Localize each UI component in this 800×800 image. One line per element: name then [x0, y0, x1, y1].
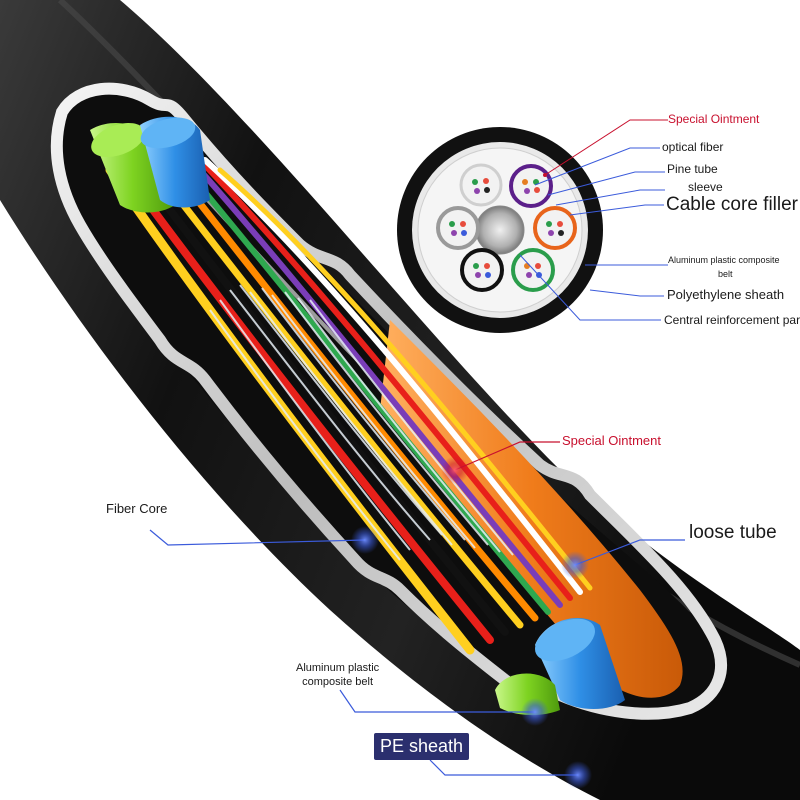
label-special-ointment-mid: Special Ointment [562, 433, 661, 448]
label-pine-tube: Pine tube [667, 162, 718, 176]
label-pe-sheath-box: PE sheath [374, 733, 470, 760]
label-optical-fiber: optical fiber [662, 140, 724, 154]
label-aluminum-plastic-belt: Aluminum plastic composite belt [296, 662, 379, 690]
leader-glow-dots [351, 456, 592, 789]
label-aluminum-composite-line1: Aluminum plastic composite [668, 255, 780, 265]
label-special-ointment-top: Special Ointment [668, 112, 760, 126]
tube-white [459, 163, 503, 207]
label-aluminum-composite-line2: belt [718, 269, 733, 279]
central-reinforcement-member [475, 205, 525, 255]
tube-grey [436, 206, 480, 250]
tube-black [460, 248, 504, 292]
label-polyethylene-sheath: Polyethylene sheath [667, 287, 785, 302]
label-central-reinforcement: Central reinforcement part [664, 313, 800, 327]
label-fiber-core: Fiber Core [106, 501, 168, 516]
label-aluminum-plastic-line1: Aluminum plastic [296, 662, 380, 674]
label-aluminum-plastic-line2: composite belt [302, 675, 374, 688]
label-loose-tube: loose tube [689, 522, 777, 543]
tube-orange [533, 206, 577, 250]
label-sleeve: sleeve [688, 180, 723, 194]
label-cable-core-filler: Cable core filler [666, 194, 798, 215]
fiber-bundle [90, 116, 683, 716]
tube-purple [509, 164, 553, 208]
main-leaders [149, 441, 685, 776]
cross-section-leaders [519, 119, 668, 321]
orange-loose-tube [380, 320, 683, 698]
label-pe-sheath: PE sheath [380, 736, 464, 756]
